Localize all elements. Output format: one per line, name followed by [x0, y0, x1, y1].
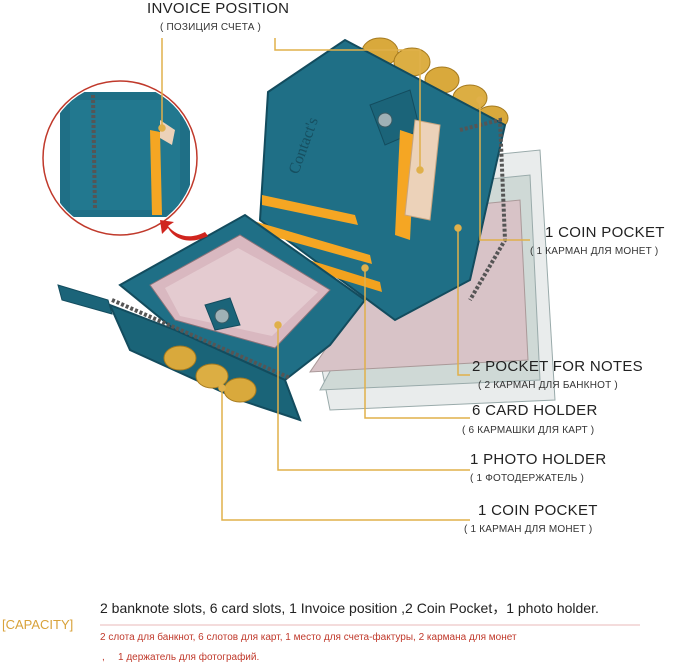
- invoice-subtitle: ( ПОЗИЦИЯ СЧЕТА ): [160, 22, 262, 33]
- photo-holder-subtitle: ( 1 ФОТОДЕРЖАТЕЛЬ ): [470, 473, 584, 484]
- arrow-icon: [160, 220, 208, 241]
- capacity-tag: [CAPACITY]: [2, 617, 74, 632]
- notes-pocket-subtitle: ( 2 КАРМАН ДЛЯ БАНКНОТ ): [478, 380, 618, 391]
- capacity-ru-line2-prefix: ,: [102, 652, 105, 663]
- capacity-summary: 2 banknote slots, 6 card slots, 1 Invoic…: [100, 600, 599, 616]
- capacity-ru-line2: 1 держатель для фотографий.: [118, 652, 260, 663]
- notes-pocket-title: 2 POCKET FOR NOTES: [472, 358, 643, 375]
- card-holder-title: 6 CARD HOLDER: [472, 402, 598, 419]
- card-holder-subtitle: ( 6 КАРМАШКИ ДЛЯ КАРТ ): [462, 425, 595, 436]
- bottom-coins: [163, 345, 257, 403]
- invoice-title: INVOICE POSITION: [147, 0, 290, 17]
- coin-pocket-bottom-title: 1 COIN POCKET: [478, 502, 598, 519]
- photo-holder-title: 1 PHOTO HOLDER: [470, 451, 607, 468]
- callout-lines: [158, 38, 530, 521]
- inset-detail: [42, 80, 198, 236]
- coin-pocket-top-subtitle: ( 1 КАРМАН ДЛЯ МОНЕТ ): [530, 246, 659, 257]
- coin-pocket-bottom-subtitle: ( 1 КАРМАН ДЛЯ МОНЕТ ): [464, 524, 593, 535]
- coin-pocket-top-title: 1 COIN POCKET: [545, 224, 665, 241]
- capacity-ru-line1: 2 слота для банкнот, 6 слотов для карт, …: [100, 632, 517, 643]
